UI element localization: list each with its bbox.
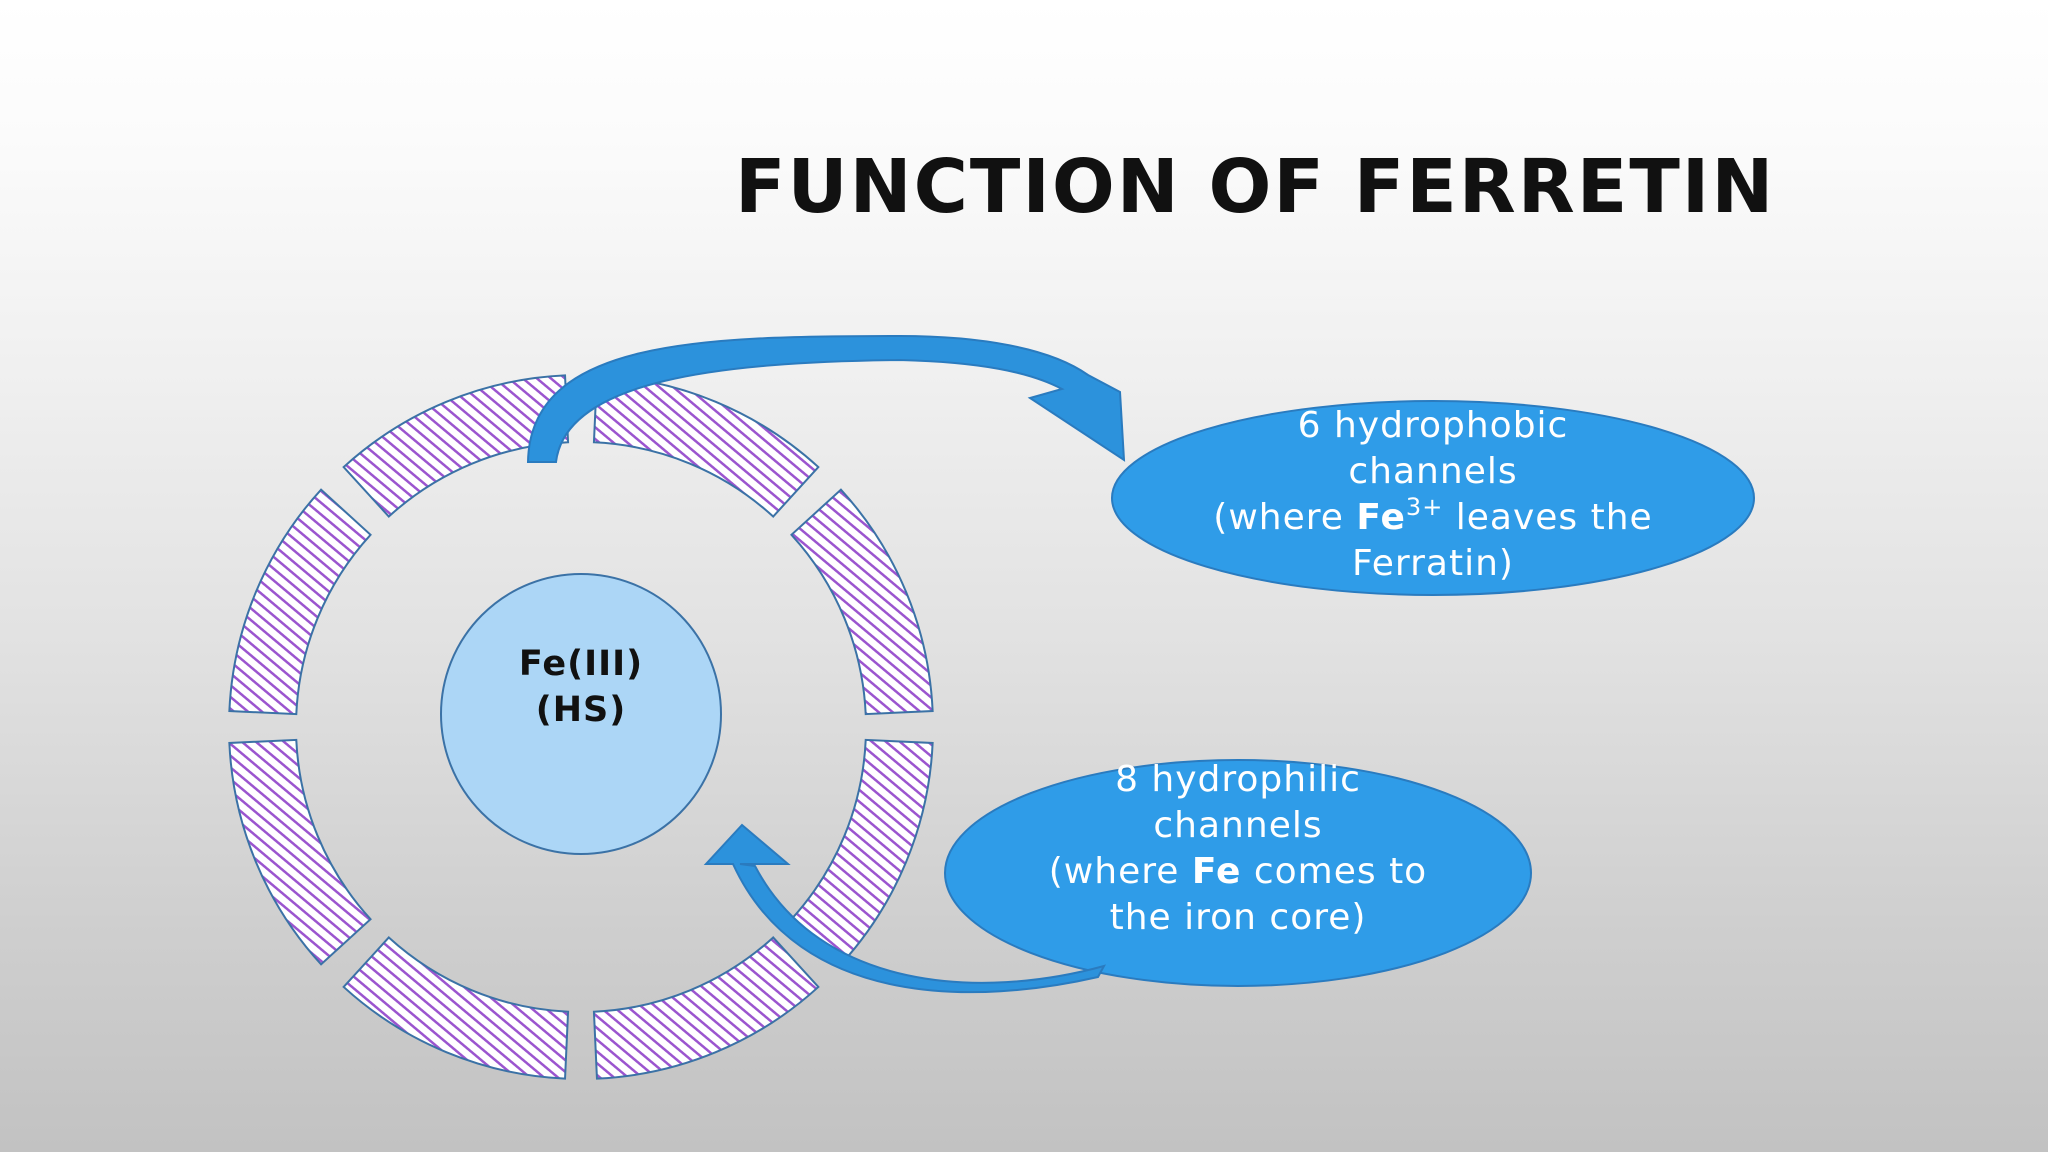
slide-title: FUNCTION OF FERRETIN [735,144,1776,230]
hydrophilic-channels-label: 8 hydrophilic channels (where Fe comes t… [946,757,1530,941]
hydrophilic-label-line2: channels [1153,805,1323,846]
hydrophobic-line3-post: leaves the [1443,497,1653,538]
hydrophobic-label-line3: (where Fe3+ leaves the [1113,495,1753,541]
iron-core-label: Fe(III) (HS) [440,641,722,733]
hydrophilic-channels-ellipse [944,759,1532,987]
iron-core [440,573,722,855]
shell-segment [228,738,372,966]
hydrophilic-label-line4: the iron core) [1109,897,1367,938]
shell-segment [228,488,372,716]
protein-shell-ring [228,374,934,1080]
shell-segment [790,738,934,966]
iron-symbol: Fe [1191,851,1242,892]
iron-symbol: Fe [1356,497,1406,538]
hydrophilic-line3-pre: (where [1048,851,1192,892]
shell-segment [592,374,820,518]
shell-segment [342,936,570,1080]
hydrophobic-channels-ellipse [1111,400,1755,596]
hydrophilic-line3-post: comes to [1241,851,1428,892]
hydrophobic-line3-pre: (where [1213,497,1357,538]
shell-segment [592,936,820,1080]
hydrophobic-channels-label: 6 hydrophobic channels (where Fe3+ leave… [1113,403,1753,587]
hydrophobic-label-line4: Ferratin) [1352,543,1514,584]
core-label-line1: Fe(III) [518,644,644,684]
core-label-line2: (HS) [535,690,627,730]
hydrophobic-label-line1: 6 hydrophobic [1297,405,1569,446]
hydrophilic-label-line3: (where Fe comes to [946,849,1530,895]
hydrophilic-label-line1: 8 hydrophilic [1115,759,1361,800]
curved-arrow-up-icon [703,823,1107,994]
curved-arrow-right-icon [526,334,1126,463]
iron-charge: 3+ [1405,493,1444,521]
hydrophobic-label-line2: channels [1348,451,1518,492]
shell-segment [790,488,934,716]
